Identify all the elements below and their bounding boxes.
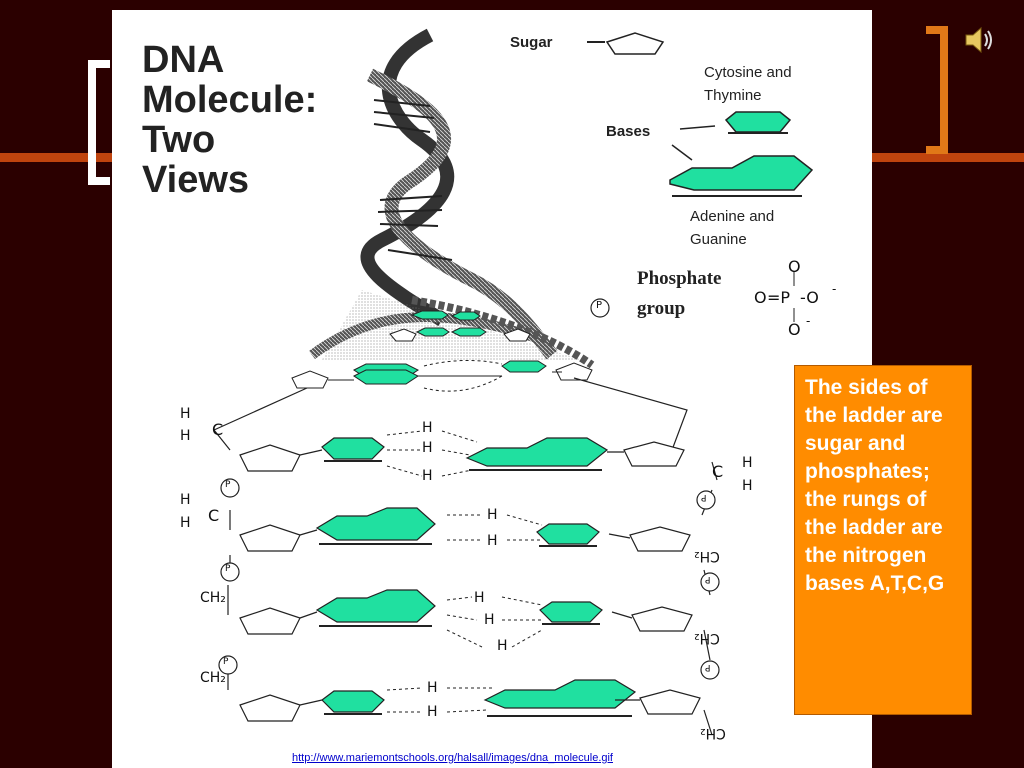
phosphate-o-right: -O	[800, 288, 819, 307]
legend-group-label: group	[637, 298, 686, 319]
chem-h: H	[487, 507, 498, 523]
legend-guanine-label: Guanine	[690, 231, 747, 248]
legend-thymine-label: Thymine	[704, 87, 762, 104]
phosphate-p-symbol: P	[705, 574, 711, 584]
chem-h: H	[427, 704, 438, 720]
chem-ch2: CH₂	[200, 670, 226, 686]
legend-adenine-label: Adenine and	[690, 208, 775, 225]
phosphate-p-symbol: P	[225, 564, 231, 574]
chem-h: H	[427, 680, 438, 696]
dna-diagram	[213, 28, 814, 736]
chem-h: H	[180, 406, 191, 422]
phosphate-p-symbol: P	[701, 492, 707, 502]
phosphate-p: =P	[767, 288, 791, 307]
legend-cytosine-label: Cytosine and	[704, 64, 792, 81]
phosphate-symbol: P	[596, 300, 603, 311]
chem-ch2-rotated: CH₂	[700, 725, 726, 741]
phosphate-o-bottom: O	[788, 320, 801, 339]
chem-c: C	[712, 462, 724, 481]
callout-text: The sides of the ladder are sugar and ph…	[805, 376, 945, 595]
phosphate-p-symbol: P	[705, 662, 711, 672]
slide-title: DNA Molecule: Two Views	[142, 40, 317, 200]
diagram-panel: DNA Molecule: Two Views Sugar Cytosine a…	[112, 10, 872, 768]
callout-box: The sides of the ladder are sugar and ph…	[794, 365, 972, 715]
phosphate-minus-1: -	[832, 282, 837, 296]
chem-ch2: CH₂	[200, 590, 226, 606]
title-line-1: DNA	[142, 39, 225, 81]
phosphate-minus-2: -	[806, 314, 811, 328]
phosphate-p-symbol: P	[225, 480, 231, 490]
legend-phosphate-label: Phosphate	[637, 268, 722, 289]
phosphate-o-top: O	[788, 257, 801, 276]
chem-h: H	[484, 612, 495, 628]
title-line-2: Molecule:	[142, 79, 318, 121]
chem-h: H	[422, 420, 433, 436]
left-bracket-decoration	[88, 60, 110, 185]
phosphate-o-left: O	[754, 288, 767, 307]
chem-h: H	[742, 455, 753, 471]
legend-sugar-label: Sugar	[510, 34, 553, 51]
source-link[interactable]: http://www.mariemontschools.org/halsall/…	[292, 752, 613, 764]
phosphate-p-symbol: P	[223, 657, 229, 667]
right-bracket-decoration	[926, 26, 948, 154]
chem-h: H	[180, 428, 191, 444]
chem-c: C	[212, 420, 224, 439]
legend-shapes	[587, 32, 814, 322]
chem-ch2-rotated: CH₂	[694, 630, 720, 646]
chem-h: H	[474, 590, 485, 606]
title-line-3: Two	[142, 119, 216, 161]
speaker-icon[interactable]	[962, 24, 998, 56]
chem-h: H	[497, 638, 508, 654]
chem-h: H	[422, 468, 433, 484]
chem-c: C	[208, 506, 220, 525]
chem-h: H	[180, 492, 191, 508]
chem-h: H	[742, 478, 753, 494]
chem-h: H	[422, 440, 433, 456]
chem-h: H	[180, 515, 191, 531]
title-line-4: Views	[142, 159, 250, 201]
row-1	[291, 359, 593, 392]
chem-ch2-rotated: CH₂	[694, 548, 720, 564]
chem-h: H	[487, 533, 498, 549]
legend-bases-label: Bases	[606, 123, 651, 140]
double-helix	[309, 28, 595, 369]
